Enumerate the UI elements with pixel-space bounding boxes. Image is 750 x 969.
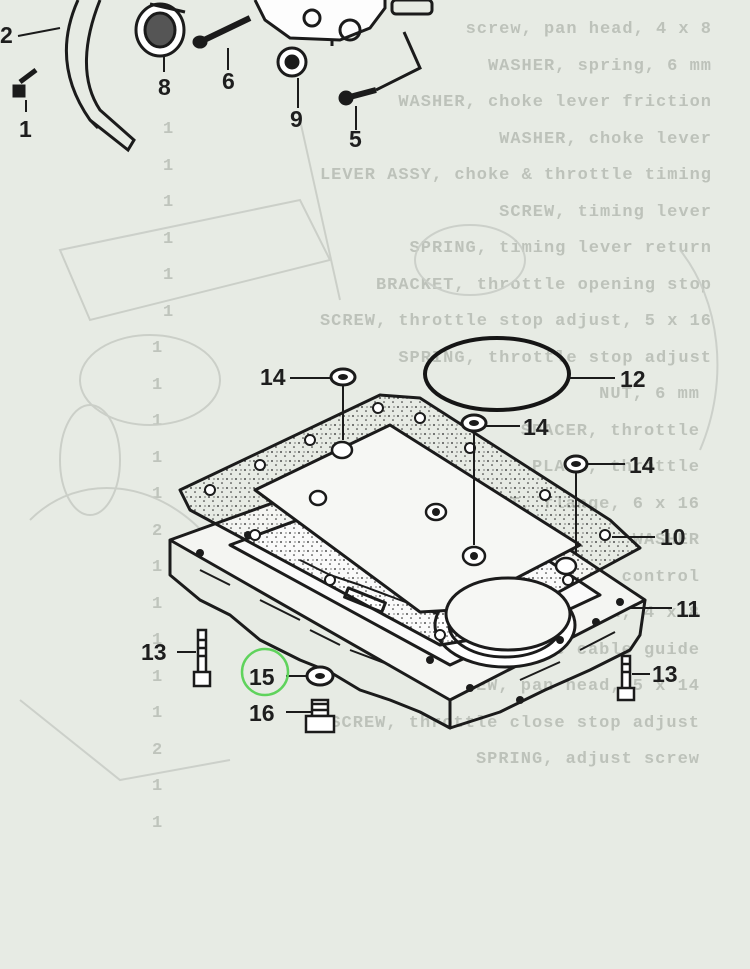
- bleed-through-qty: 1: [152, 813, 163, 833]
- bolt-13-right: [616, 654, 636, 702]
- bleed-through-line: SPACER, throttle: [520, 421, 700, 441]
- bleed-through-line: screw, pan head, 4 x 8: [465, 20, 712, 39]
- bleed-through-line: BRACKET, throttle opening stop: [375, 275, 712, 295]
- callout-14-a: 14: [260, 364, 286, 390]
- callout-11: 11: [676, 596, 701, 622]
- bolt-1: [12, 68, 38, 98]
- washer-9: [276, 46, 308, 78]
- bleed-through-qty: 1: [152, 375, 163, 395]
- bolt-13-left: [192, 628, 212, 688]
- bleed-through-qty: 1: [152, 448, 163, 468]
- bleed-through-qty: 1: [152, 704, 163, 723]
- bleed-through-qty: 1: [152, 777, 163, 796]
- gasket-10: [178, 393, 642, 652]
- o-ring-12: [423, 336, 571, 412]
- bleed-through-line: SPRING, timing lever return: [409, 239, 712, 258]
- bolt-5: [338, 31, 422, 106]
- ghost-illustration: [19, 119, 719, 782]
- oil-seal-8: [134, 2, 186, 58]
- callout-1: 1: [19, 116, 32, 142]
- bleed-through-qty: 1: [152, 339, 163, 358]
- bleed-through-line: LEVER ASSY, choke & throttle timing: [319, 166, 712, 185]
- bleed-through-qty: 1: [163, 229, 174, 249]
- bolt-6: [192, 15, 252, 49]
- bleed-through-qty: 1: [152, 485, 163, 504]
- bleed-through-qty: 1: [152, 631, 163, 650]
- washer-15: [305, 665, 335, 687]
- bleed-through-qty: 1: [163, 156, 174, 176]
- bleed-through-line: NUT, 6 mm: [599, 385, 700, 404]
- bleed-through-line: SCREW, timing lever: [499, 202, 712, 222]
- callout-13-right: 13: [652, 661, 678, 687]
- bleed-through-qty: 1: [152, 594, 163, 614]
- bleed-through-qty: 1: [152, 667, 163, 687]
- bleed-through-qty: 2: [152, 521, 163, 541]
- callout-14-b: 14: [523, 414, 549, 440]
- washer-14-b: [460, 413, 488, 433]
- callout-6: 6: [222, 68, 235, 94]
- washer-14-a: [329, 367, 357, 387]
- callout-2: 2: [0, 22, 13, 48]
- top-cover-assembly: [12, 0, 434, 153]
- bleed-through-line: WASHER, spring, 6 mm: [487, 56, 712, 76]
- bleed-through-qty: 1: [163, 302, 174, 322]
- callout-16: 16: [249, 700, 275, 726]
- bleed-through-qty: 1: [163, 193, 174, 212]
- callout-8: 8: [158, 74, 171, 100]
- bleed-through-qty: 1: [152, 558, 163, 577]
- bleed-through-line: WASHER: [632, 531, 700, 550]
- callout-5: 5: [349, 126, 362, 152]
- bleed-through-line: WASHER, choke lever friction: [398, 93, 712, 112]
- washer-14-c: [563, 454, 589, 474]
- bleed-through-line: SPRING, throttle stop adjust: [398, 348, 712, 368]
- callout-9: 9: [290, 106, 303, 132]
- bleed-through-qty: 1: [152, 412, 163, 431]
- bleed-through-line: WASHER, choke lever: [499, 129, 712, 149]
- drain-plug-16: [304, 698, 336, 734]
- callout-10: 10: [660, 524, 686, 550]
- callout-13-left: 13: [141, 639, 167, 665]
- bleed-through-qty: 2: [152, 740, 163, 760]
- callout-12: 12: [620, 366, 646, 392]
- bleed-through-qty: 1: [163, 266, 174, 285]
- callout-14-c: 14: [629, 452, 655, 478]
- highlight-circle: [240, 647, 290, 697]
- bleed-through-qty: 1: [163, 120, 174, 139]
- bleed-through-line: SPRING, adjust screw: [475, 750, 700, 769]
- bleed-through-line: SCREW, throttle stop adjust, 5 x 16: [319, 312, 712, 331]
- callout-15: 15: [249, 664, 275, 690]
- bleed-through-line: SCREW, throttle close stop adjust: [330, 713, 700, 733]
- leader-lines: [17, 27, 672, 713]
